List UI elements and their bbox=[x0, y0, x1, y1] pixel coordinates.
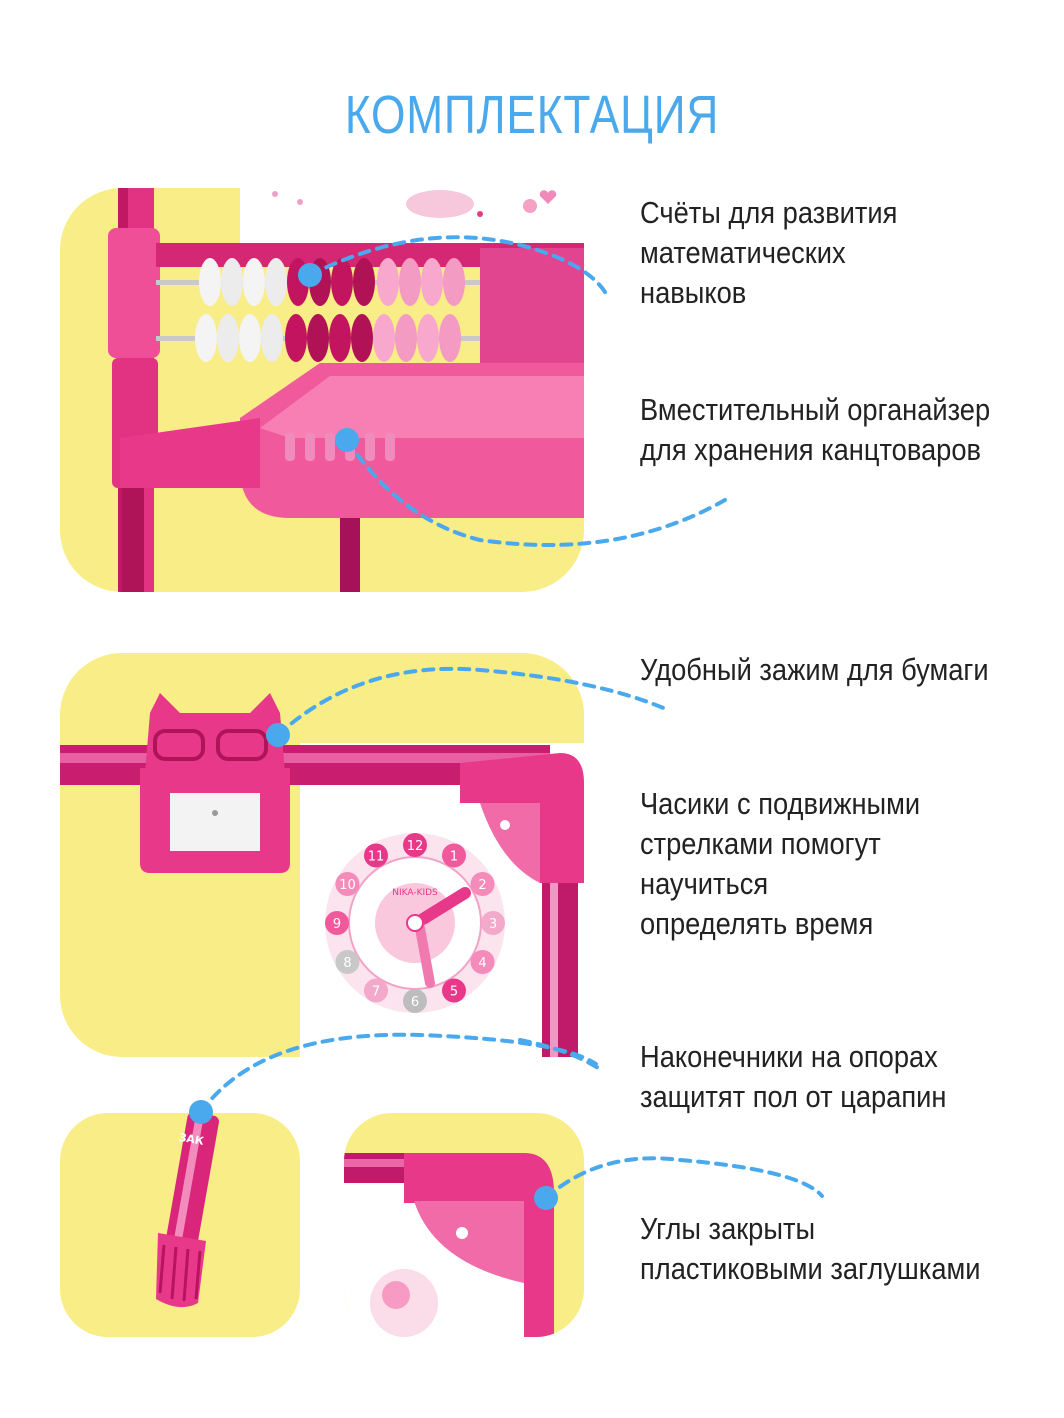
clock-number: 8 bbox=[343, 956, 351, 971]
clock-number: 4 bbox=[478, 956, 486, 971]
corner-cap-image bbox=[344, 1113, 584, 1337]
abacus-organizer-image bbox=[60, 188, 584, 592]
clock-number: 10 bbox=[339, 878, 356, 893]
clock-number: 1 bbox=[450, 849, 458, 864]
clock-number-bubble bbox=[470, 950, 495, 974]
leg-label: ЗАК bbox=[178, 1131, 205, 1148]
connector-corner-caps bbox=[544, 1156, 824, 1200]
page-title: КОМПЛЕКТАЦИЯ bbox=[344, 85, 720, 146]
clock-brand: NIKA-KIDS bbox=[392, 888, 438, 898]
clock-number-bubble bbox=[403, 989, 427, 1013]
clock-number: 5 bbox=[450, 985, 458, 1000]
clock-number: 11 bbox=[368, 849, 385, 864]
feature-caption-leg-tips: Наконечники на опорах защитят пол от цар… bbox=[640, 1039, 947, 1114]
clock-number-bubble bbox=[442, 978, 466, 1003]
clock-number-bubble bbox=[335, 872, 360, 896]
clock-number-bubble bbox=[470, 872, 495, 896]
clock-number-bubble bbox=[364, 978, 388, 1003]
feature-caption-abacus: Счёты для развития математических навыко… bbox=[640, 195, 898, 310]
clock-number: 2 bbox=[478, 878, 486, 893]
clock-number-bubble bbox=[403, 833, 427, 857]
clock-number-bubble bbox=[481, 911, 505, 935]
leg-tip-image: ЗАК bbox=[60, 1113, 300, 1337]
clock-number: 7 bbox=[372, 985, 380, 1000]
feature-caption-paper-clip: Удобный зажим для бумаги bbox=[640, 652, 989, 687]
clock-number-bubble bbox=[335, 950, 360, 974]
feature-caption-corner-caps: Углы закрыты пластиковыми заглушками bbox=[640, 1211, 981, 1286]
clock-number: 3 bbox=[489, 917, 497, 932]
clock-number-bubble bbox=[442, 843, 466, 868]
feature-caption-organizer: Вместительный органайзер для хранения ка… bbox=[640, 392, 991, 467]
clock-number-bubble bbox=[325, 911, 349, 935]
feature-caption-clock: Часики с подвижными стрелками помогут на… bbox=[640, 786, 921, 941]
clock-number: 12 bbox=[407, 839, 424, 854]
clock-number: 6 bbox=[411, 995, 419, 1010]
clock-number: 9 bbox=[333, 917, 341, 932]
clock-number-bubble bbox=[364, 843, 388, 868]
